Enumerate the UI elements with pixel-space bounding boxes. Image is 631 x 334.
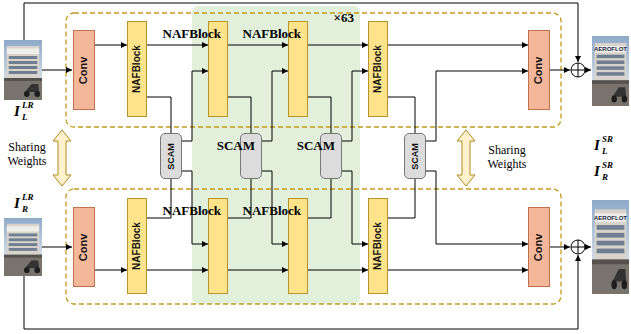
- sharing-arrow: [457, 130, 475, 186]
- image-superscript: LR: [22, 101, 34, 110]
- nafblock-box: NAFBlock: [368, 21, 388, 117]
- image-superscript: SR: [602, 161, 613, 170]
- input-image: [4, 40, 42, 100]
- sharing-arrow: [53, 130, 71, 186]
- nafblock-box: NAFBlock: [288, 198, 308, 294]
- output-arrow: [585, 70, 591, 71]
- conv-block: Conv: [528, 30, 550, 110]
- connector: [388, 179, 415, 218]
- connector: [308, 97, 331, 133]
- output-arrow: [550, 70, 570, 71]
- image-symbol: I: [14, 104, 20, 119]
- block-label: SCAM: [167, 143, 176, 170]
- connector: [388, 270, 528, 271]
- connector: [95, 45, 127, 46]
- output-image: [592, 200, 629, 294]
- output-arrow: [550, 247, 570, 248]
- nafblock-box: NAFBlock: [208, 21, 228, 117]
- nafblock-box: NAFBlock: [368, 198, 388, 294]
- image-symbol: I: [594, 138, 600, 153]
- input-arrow: [42, 70, 72, 71]
- add-symbol: [571, 240, 585, 254]
- connector: [426, 171, 528, 244]
- image-subscript: L: [602, 147, 608, 156]
- connector: [147, 97, 171, 133]
- connector: [228, 97, 251, 133]
- image-symbol: I: [14, 196, 20, 211]
- repeat-count: ×63: [334, 10, 354, 26]
- block-label: Conv: [534, 233, 545, 261]
- image-symbol: I: [594, 164, 600, 179]
- connector: [308, 270, 368, 271]
- sharing-note: Sharing Weights: [2, 140, 52, 169]
- connector: [147, 270, 208, 271]
- scam-box: SCAM: [320, 133, 342, 179]
- scam-box: SCAM: [160, 133, 182, 179]
- photo-sign-text: AEROFLOT: [592, 215, 629, 222]
- photo-sign-text: AEROFLOT: [592, 46, 629, 53]
- connector: [182, 71, 208, 141]
- conv-block: Conv: [528, 207, 550, 287]
- input-arrow: [42, 247, 72, 248]
- nafblock-box: NAFBlock: [127, 198, 147, 294]
- connector: [342, 71, 368, 141]
- connector: [228, 270, 288, 271]
- connector: [426, 71, 528, 141]
- output-image: [592, 36, 629, 106]
- connector: [308, 45, 368, 46]
- block-label: SCAM: [217, 138, 255, 154]
- sharing-note: Sharing Weights: [478, 143, 536, 172]
- connector: [262, 71, 288, 141]
- image-subscript: R: [602, 173, 608, 182]
- block-label: Conv: [79, 56, 90, 84]
- block-label: NAFBlock: [132, 222, 142, 270]
- connector: [342, 171, 368, 244]
- add-symbol: [571, 240, 585, 254]
- block-label: Conv: [79, 233, 90, 261]
- image-superscript: SR: [602, 135, 613, 144]
- conv-block: Conv: [73, 207, 95, 287]
- block-label: NAFBlock: [243, 26, 302, 42]
- block-label: Conv: [534, 56, 545, 84]
- output-arrow: [585, 247, 591, 248]
- nafblock-box: NAFBlock: [208, 198, 228, 294]
- repeat-band-fill: [192, 6, 360, 304]
- block-label: NAFBlock: [373, 45, 383, 93]
- repeat-band: ×63NAFBlockNAFBlockSCAMSCAMNAFBlockNAFBl…: [192, 6, 360, 304]
- image-superscript: LR: [22, 193, 34, 202]
- nafblock-box: NAFBlock: [288, 21, 308, 117]
- block-label: NAFBlock: [243, 203, 302, 219]
- scam-box: SCAM: [240, 133, 262, 179]
- input-image: [4, 218, 42, 276]
- connector: [228, 45, 288, 46]
- image-subscript: L: [22, 113, 28, 122]
- connector: [308, 179, 331, 218]
- add-symbol: [571, 63, 585, 77]
- add-symbol: [571, 63, 585, 77]
- connector: [388, 97, 415, 133]
- connector: [147, 45, 208, 46]
- block-label: SCAM: [411, 143, 420, 170]
- block-label: NAFBlock: [132, 45, 142, 93]
- connector: [388, 45, 528, 46]
- connector: [95, 270, 127, 271]
- block-label: SCAM: [297, 138, 335, 154]
- dashed-branch-frame: [66, 13, 561, 127]
- nafblock-box: NAFBlock: [127, 21, 147, 117]
- conv-block: Conv: [73, 30, 95, 110]
- block-label: NAFBlock: [163, 203, 222, 219]
- scam-box: SCAM: [404, 133, 426, 179]
- block-label: NAFBlock: [373, 222, 383, 270]
- block-label: NAFBlock: [163, 26, 222, 42]
- dashed-branch-frame: [66, 189, 561, 304]
- image-subscript: R: [22, 205, 28, 214]
